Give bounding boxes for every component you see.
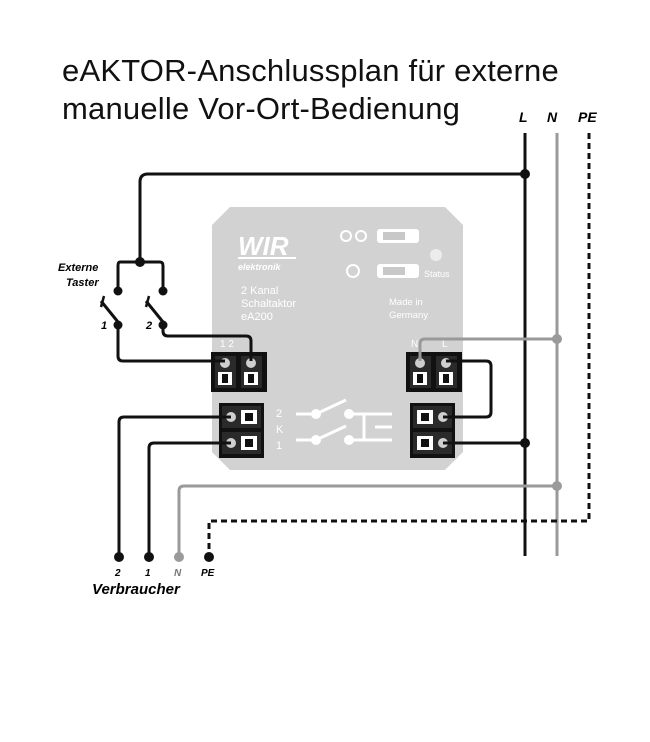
side-label-1: 1 xyxy=(276,440,282,452)
terminal-block-common xyxy=(410,403,455,458)
wire-switch2-common xyxy=(140,260,165,287)
wire-output-2 xyxy=(117,415,231,556)
status-label: Status xyxy=(424,269,450,279)
indicator-slot-bottom xyxy=(346,264,419,278)
brand-subtitle: elektronik xyxy=(238,262,282,272)
bus-label-PE: PE xyxy=(578,109,597,125)
junction-N-module xyxy=(552,334,562,344)
consumer-label-PE: PE xyxy=(201,568,215,579)
switch-caption-line-2: Taster xyxy=(66,277,99,289)
consumer-label-2: 2 xyxy=(114,568,121,579)
made-in-line-2: Germany xyxy=(389,310,428,321)
switch-2-label: 2 xyxy=(145,320,152,332)
terminal-block-supply: N L xyxy=(406,339,462,392)
title-line-1: eAKTOR-Anschlussplan für externe xyxy=(62,53,559,88)
status-led-icon xyxy=(430,249,442,261)
external-switch-2 xyxy=(144,286,168,330)
switch-caption-line-1: Externe xyxy=(58,262,98,274)
consumer-terminal-PE xyxy=(204,552,214,562)
switch-1-label: 1 xyxy=(101,320,107,332)
junction-L-common xyxy=(520,438,530,448)
wire-N-to-module xyxy=(418,337,557,361)
side-label-2: 2 xyxy=(276,408,282,420)
indicator-slot-top xyxy=(340,229,419,243)
junction-L-top xyxy=(520,169,530,179)
external-switch-1 xyxy=(99,286,123,330)
consumer-terminal-N xyxy=(174,552,184,562)
terminal-label-switch-inputs: 1 2 xyxy=(220,339,234,350)
consumer-terminal-1 xyxy=(144,552,154,562)
module-type: Schaltaktor xyxy=(241,298,296,310)
brand-logo: WIR xyxy=(238,231,289,261)
wire-output-1 xyxy=(147,441,231,556)
wire-N-to-consumer xyxy=(177,484,557,556)
side-label-K: K xyxy=(276,424,284,436)
wire-L-bridge xyxy=(443,359,493,419)
bus-label-N: N xyxy=(547,109,558,125)
consumer-label-1: 1 xyxy=(145,568,151,579)
made-in-line-1: Made in xyxy=(389,297,423,308)
module-channels: 2 Kanal xyxy=(241,285,278,297)
wire-switch2-to-input2 xyxy=(161,325,253,361)
relay-contacts-icon xyxy=(296,398,392,445)
actuator-module: WIR elektronik 2 Kanal Schaltaktor eA200… xyxy=(212,207,463,470)
wire-switch1-to-input1 xyxy=(116,325,225,363)
consumer-label-N: N xyxy=(174,568,182,579)
wire-L-to-switches xyxy=(138,172,525,262)
consumer-caption: Verbraucher xyxy=(92,581,181,598)
bus-label-L: L xyxy=(519,109,528,125)
terminal-label-N: N xyxy=(411,339,418,350)
terminal-block-switch-inputs: 1 2 xyxy=(211,339,267,392)
junction-N-consumer xyxy=(552,481,562,491)
wire-switch1-common xyxy=(116,260,140,287)
bus-line-PE xyxy=(207,133,591,554)
terminal-block-outputs xyxy=(219,403,264,458)
diagram-title: eAKTOR-Anschlussplan für externe manuell… xyxy=(62,52,559,128)
title-line-2: manuelle Vor-Ort-Bedienung xyxy=(62,91,461,126)
terminal-label-L: L xyxy=(442,339,448,350)
module-model: eA200 xyxy=(241,311,273,323)
consumer-terminal-2 xyxy=(114,552,124,562)
